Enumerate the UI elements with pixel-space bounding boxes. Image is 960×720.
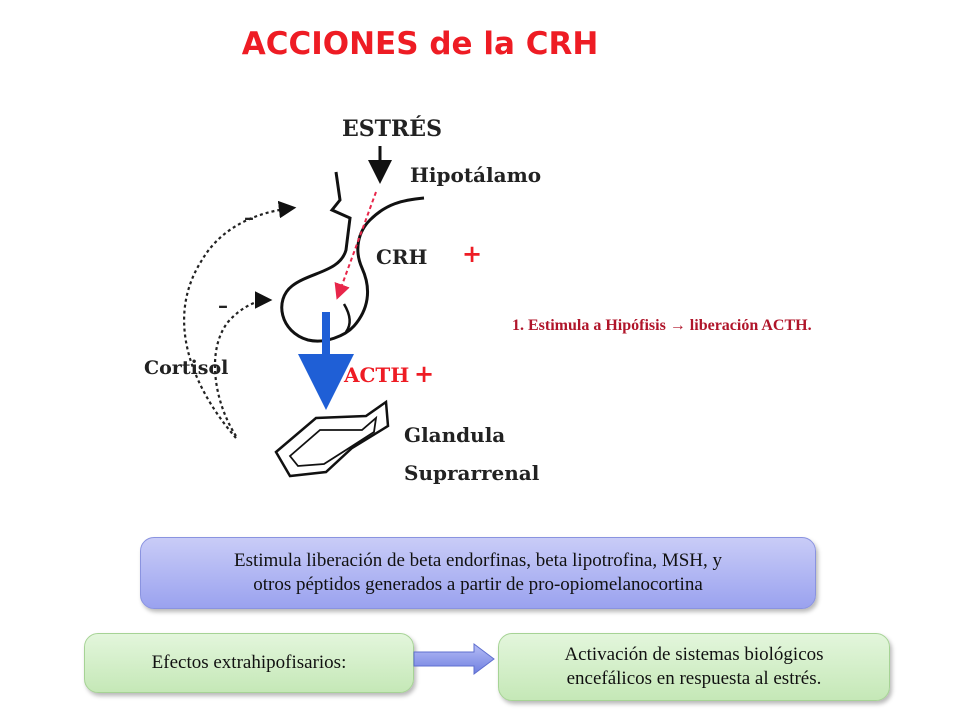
adrenal-inner xyxy=(288,415,378,467)
right-arrow-icon xyxy=(413,643,495,675)
hipotalamo-label: Hipotálamo xyxy=(410,163,541,187)
activacion-box: Activación de sistemas biológicos encefá… xyxy=(498,633,890,701)
efectos-text: Efectos extrahipofisarios: xyxy=(151,652,347,674)
glandula-label-1: Glandula xyxy=(404,423,505,447)
acth-label: ACTH xyxy=(343,363,409,387)
note-stimulates-pituitary: 1. Estimula a Hipófisis → liberación ACT… xyxy=(512,317,812,334)
crh-arrow xyxy=(334,191,377,300)
minus-sign-top: – xyxy=(244,205,254,229)
crh-plus: + xyxy=(462,239,482,268)
endorphins-text-line1: Estimula liberación de beta endorfinas, … xyxy=(233,550,723,572)
efectos-box: Efectos extrahipofisarios: xyxy=(84,633,414,693)
estres-label: ESTRÉS xyxy=(342,115,442,142)
glandula-label-2: Suprarrenal xyxy=(404,461,540,485)
minus-sign-mid: – xyxy=(218,293,228,317)
cortisol-feedback-hypothalamus xyxy=(183,200,297,439)
pituitary-outline xyxy=(280,171,425,343)
crh-label: CRH xyxy=(376,245,427,269)
pituitary-inner-curve xyxy=(342,303,351,333)
adrenal-outer xyxy=(274,399,390,478)
cortisol-label: Cortisol xyxy=(144,357,228,379)
acth-plus: + xyxy=(414,359,434,388)
cortisol-feedback-pituitary xyxy=(213,291,273,437)
endorphins-text-line2: otros péptidos generados a partir de pro… xyxy=(253,574,703,595)
hpa-axis-diagram: ESTRÉS Hipotálamo CRH + ACTH + Glandula … xyxy=(144,115,541,485)
endorphins-box: Estimula liberación de beta endorfinas, … xyxy=(140,537,816,609)
activacion-text-line1: Activación de sistemas biológicos xyxy=(564,644,824,666)
activacion-text-line2: encefálicos en respuesta al estrés. xyxy=(566,668,822,689)
slide-title: ACCIONES de la CRH xyxy=(241,26,599,62)
